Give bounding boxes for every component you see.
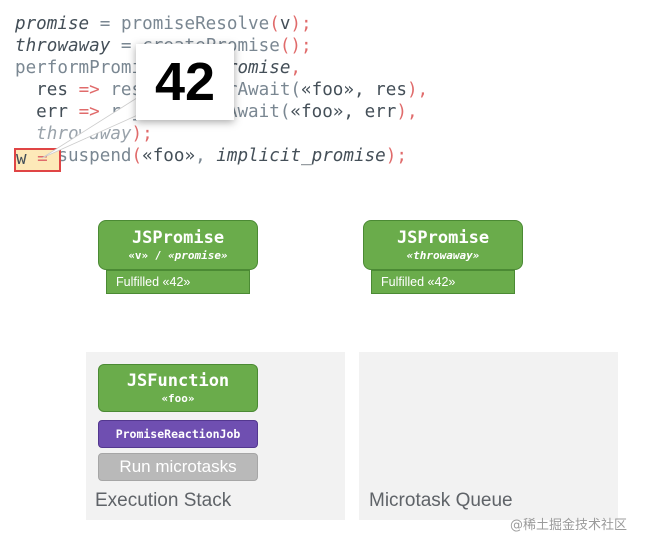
execution-stack-label: Execution Stack (95, 490, 232, 511)
jsfunction-frame: JSFunction «foo» (98, 364, 258, 412)
assignment-highlight-text: w = (16, 149, 59, 169)
microtask-queue-panel (359, 352, 618, 520)
code-line-1: promise = promiseResolve(v); (15, 14, 312, 34)
promise-subtitle: «throwaway» (406, 249, 480, 262)
assignment-highlight (14, 148, 61, 172)
run-microtasks-frame: Run microtasks (98, 453, 258, 481)
throwaway-promise-node: JSPromise «throwaway» (363, 220, 523, 270)
promise-subtitle: «v» / «promise» (128, 249, 228, 262)
promise-title: JSPromise (396, 228, 490, 248)
throwaway-promise-state: Fulfilled «42» (371, 270, 515, 294)
promise-reaction-job-frame: PromiseReactionJob (98, 420, 258, 448)
promise-node: JSPromise «v» / «promise» (98, 220, 258, 270)
promise-title: JSPromise (131, 228, 225, 248)
code-line-7: w = suspend(«foo», implicit_promise); (57, 146, 407, 166)
assigned-variable: w (16, 149, 27, 169)
promise-state: Fulfilled «42» (106, 270, 250, 294)
value-callout: 42 (136, 44, 234, 120)
watermark: @稀土掘金技术社区 (510, 518, 628, 533)
microtask-queue-label: Microtask Queue (369, 490, 513, 511)
code-line-6: throwaway); (15, 124, 153, 144)
